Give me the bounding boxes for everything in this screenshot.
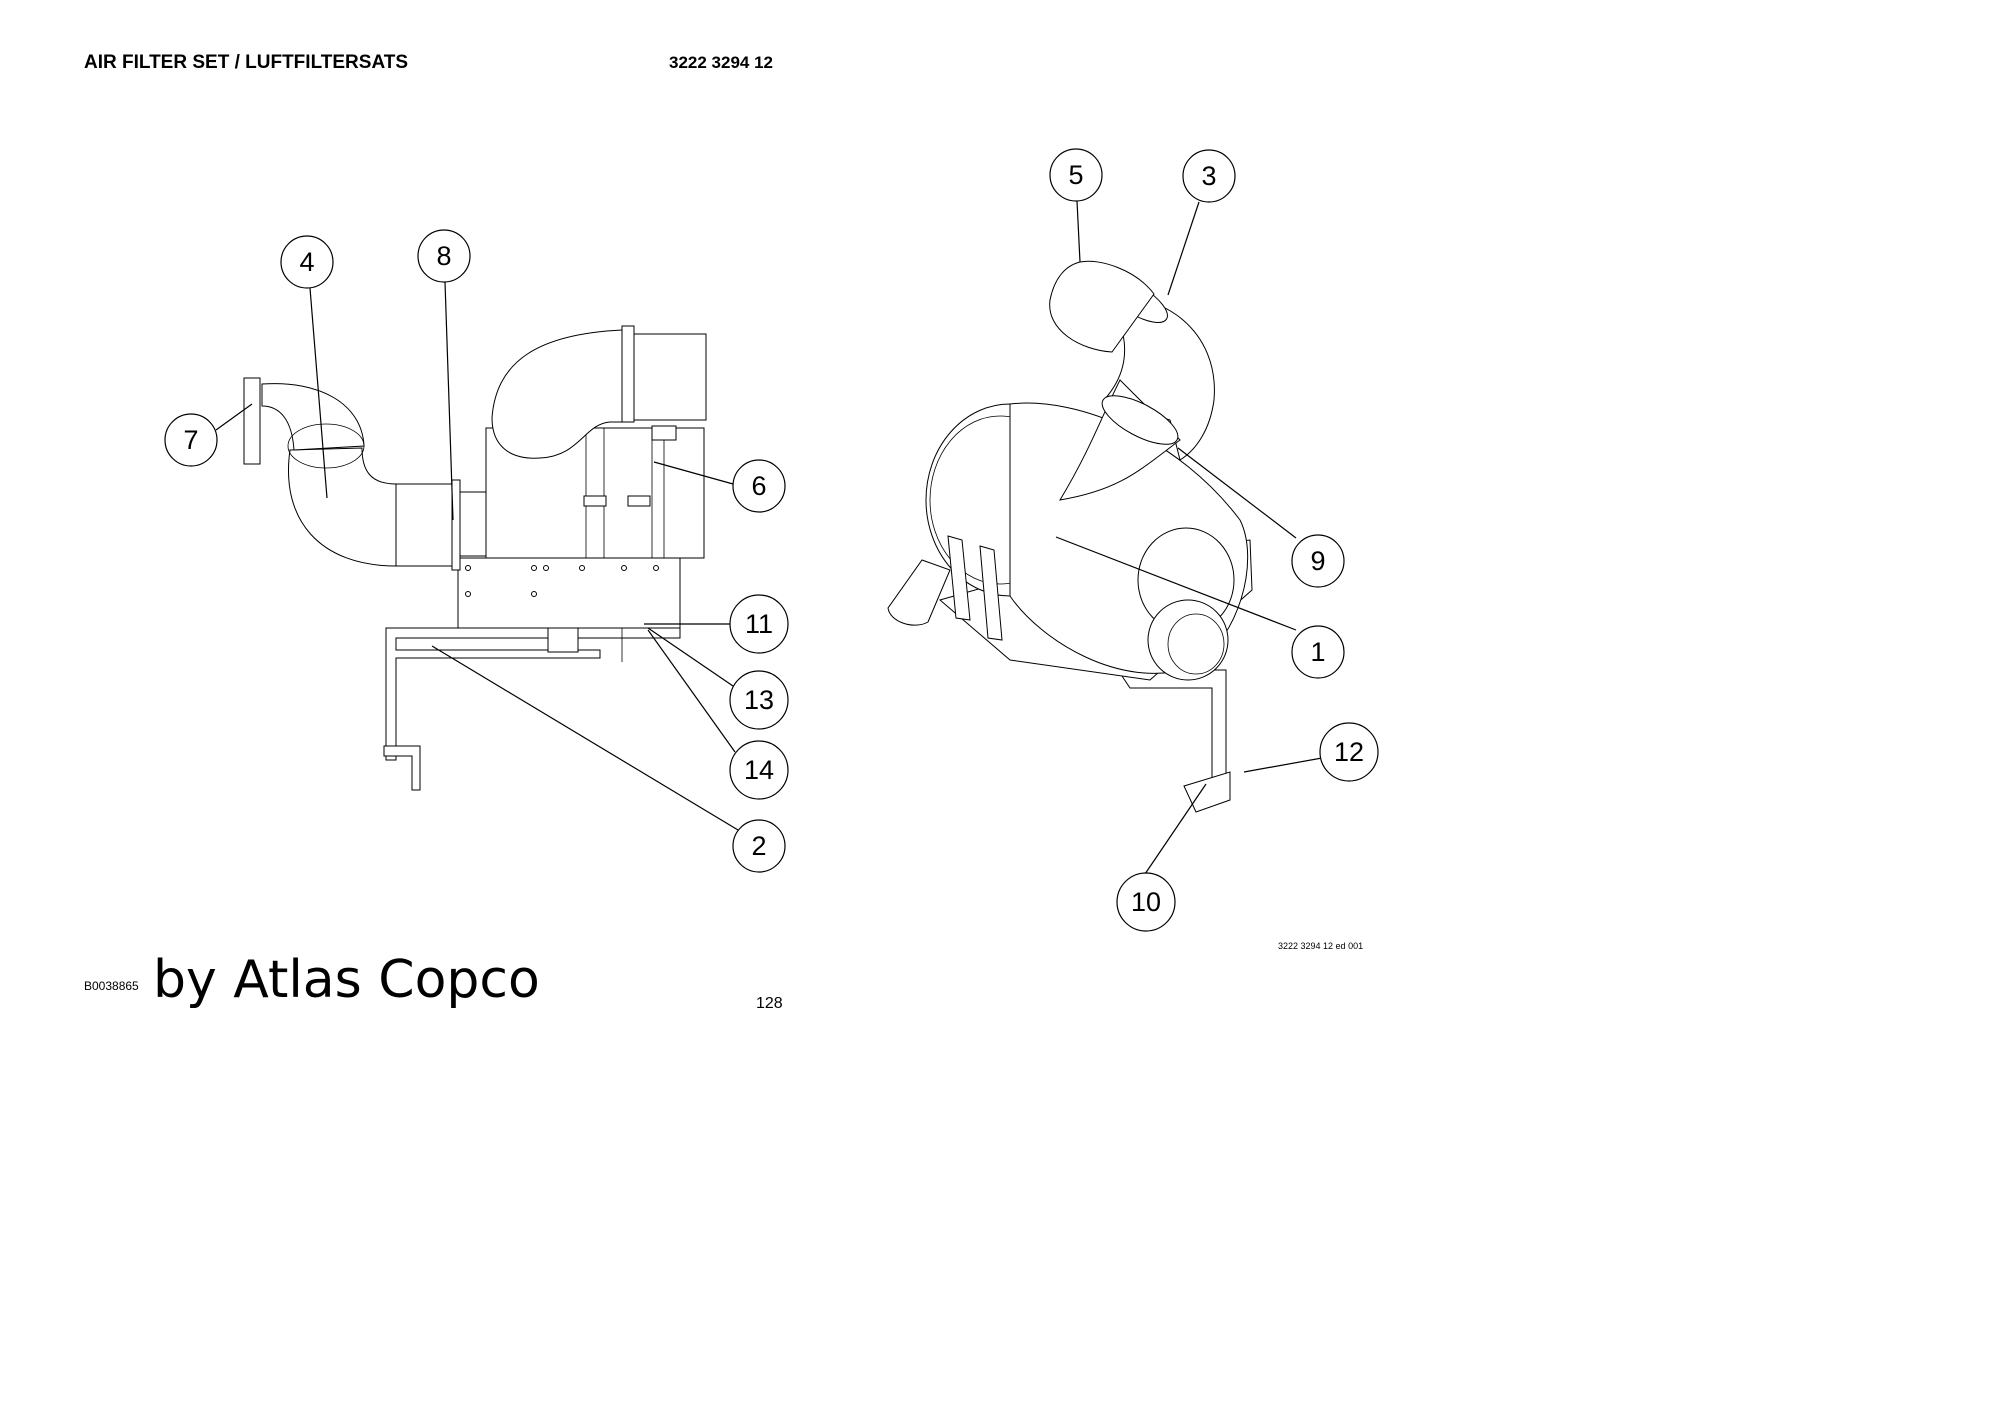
drawing-edition: 3222 3294 12 ed 001 <box>1278 941 1364 951</box>
callout-9: 9 <box>1291 534 1345 588</box>
callout-6: 6 <box>732 459 786 513</box>
svg-text:12: 12 <box>1334 737 1364 767</box>
callout-4: 4 <box>280 235 334 289</box>
svg-text:2: 2 <box>751 831 766 861</box>
svg-text:6: 6 <box>751 471 766 501</box>
svg-text:9: 9 <box>1310 546 1325 576</box>
flange-8 <box>451 479 461 571</box>
callout-14: 14 <box>729 740 789 800</box>
foot-bracket-10 <box>1183 771 1231 813</box>
inlet-pipe <box>395 483 453 567</box>
callout-13: 13 <box>729 670 789 730</box>
inlet-cap-7 <box>243 377 261 465</box>
clamp-9 <box>1101 395 1179 445</box>
svg-text:4: 4 <box>299 247 314 277</box>
brand-tagline: by Atlas Copco <box>153 950 540 1010</box>
pipe-5 <box>1049 260 1155 353</box>
outlet-elbow <box>491 329 633 459</box>
svg-text:14: 14 <box>744 755 774 785</box>
left-assembly-view <box>243 325 707 791</box>
svg-text:10: 10 <box>1131 887 1161 917</box>
inlet-elbow-4 <box>288 447 397 567</box>
mounting-plate <box>457 557 681 629</box>
clamp-6 <box>651 425 677 441</box>
intake-hood <box>887 559 951 626</box>
callout-8: 8 <box>417 229 471 283</box>
upper-elbow-3 <box>1103 298 1215 461</box>
callout-12: 12 <box>1319 722 1379 782</box>
callout-3: 3 <box>1182 149 1236 203</box>
bracket-foot <box>383 745 421 791</box>
svg-text:3: 3 <box>1201 161 1216 191</box>
outlet-nozzle <box>1147 599 1229 681</box>
exploded-view-drawing: 4 8 7 6 11 13 14 2 5 3 9 1 12 10 <box>164 148 1379 932</box>
svg-text:1: 1 <box>1310 637 1325 667</box>
svg-text:7: 7 <box>183 425 198 455</box>
support-bracket-left <box>385 627 681 761</box>
page-number: 128 <box>756 995 783 1012</box>
image-id: B0038865 <box>84 979 139 993</box>
svg-text:8: 8 <box>436 241 451 271</box>
parts-catalog-page: AIR FILTER SET / LUFTFILTERSATS 3222 329… <box>84 52 1379 1012</box>
outlet-pipe <box>633 333 707 421</box>
page-title: AIR FILTER SET / LUFTFILTERSATS <box>84 52 409 73</box>
callout-7: 7 <box>164 413 218 467</box>
svg-text:11: 11 <box>745 609 773 639</box>
callout-10: 10 <box>1116 872 1176 932</box>
callout-5: 5 <box>1049 148 1103 202</box>
callout-1: 1 <box>1291 625 1345 679</box>
leader-lines <box>215 200 1323 875</box>
callout-11: 11 <box>729 594 789 654</box>
svg-text:13: 13 <box>744 685 774 715</box>
part-number: 3222 3294 12 <box>669 53 773 72</box>
svg-text:5: 5 <box>1068 160 1083 190</box>
right-assembly-view <box>887 260 1253 813</box>
callout-2: 2 <box>732 819 786 873</box>
bracket-clamp <box>547 627 579 653</box>
